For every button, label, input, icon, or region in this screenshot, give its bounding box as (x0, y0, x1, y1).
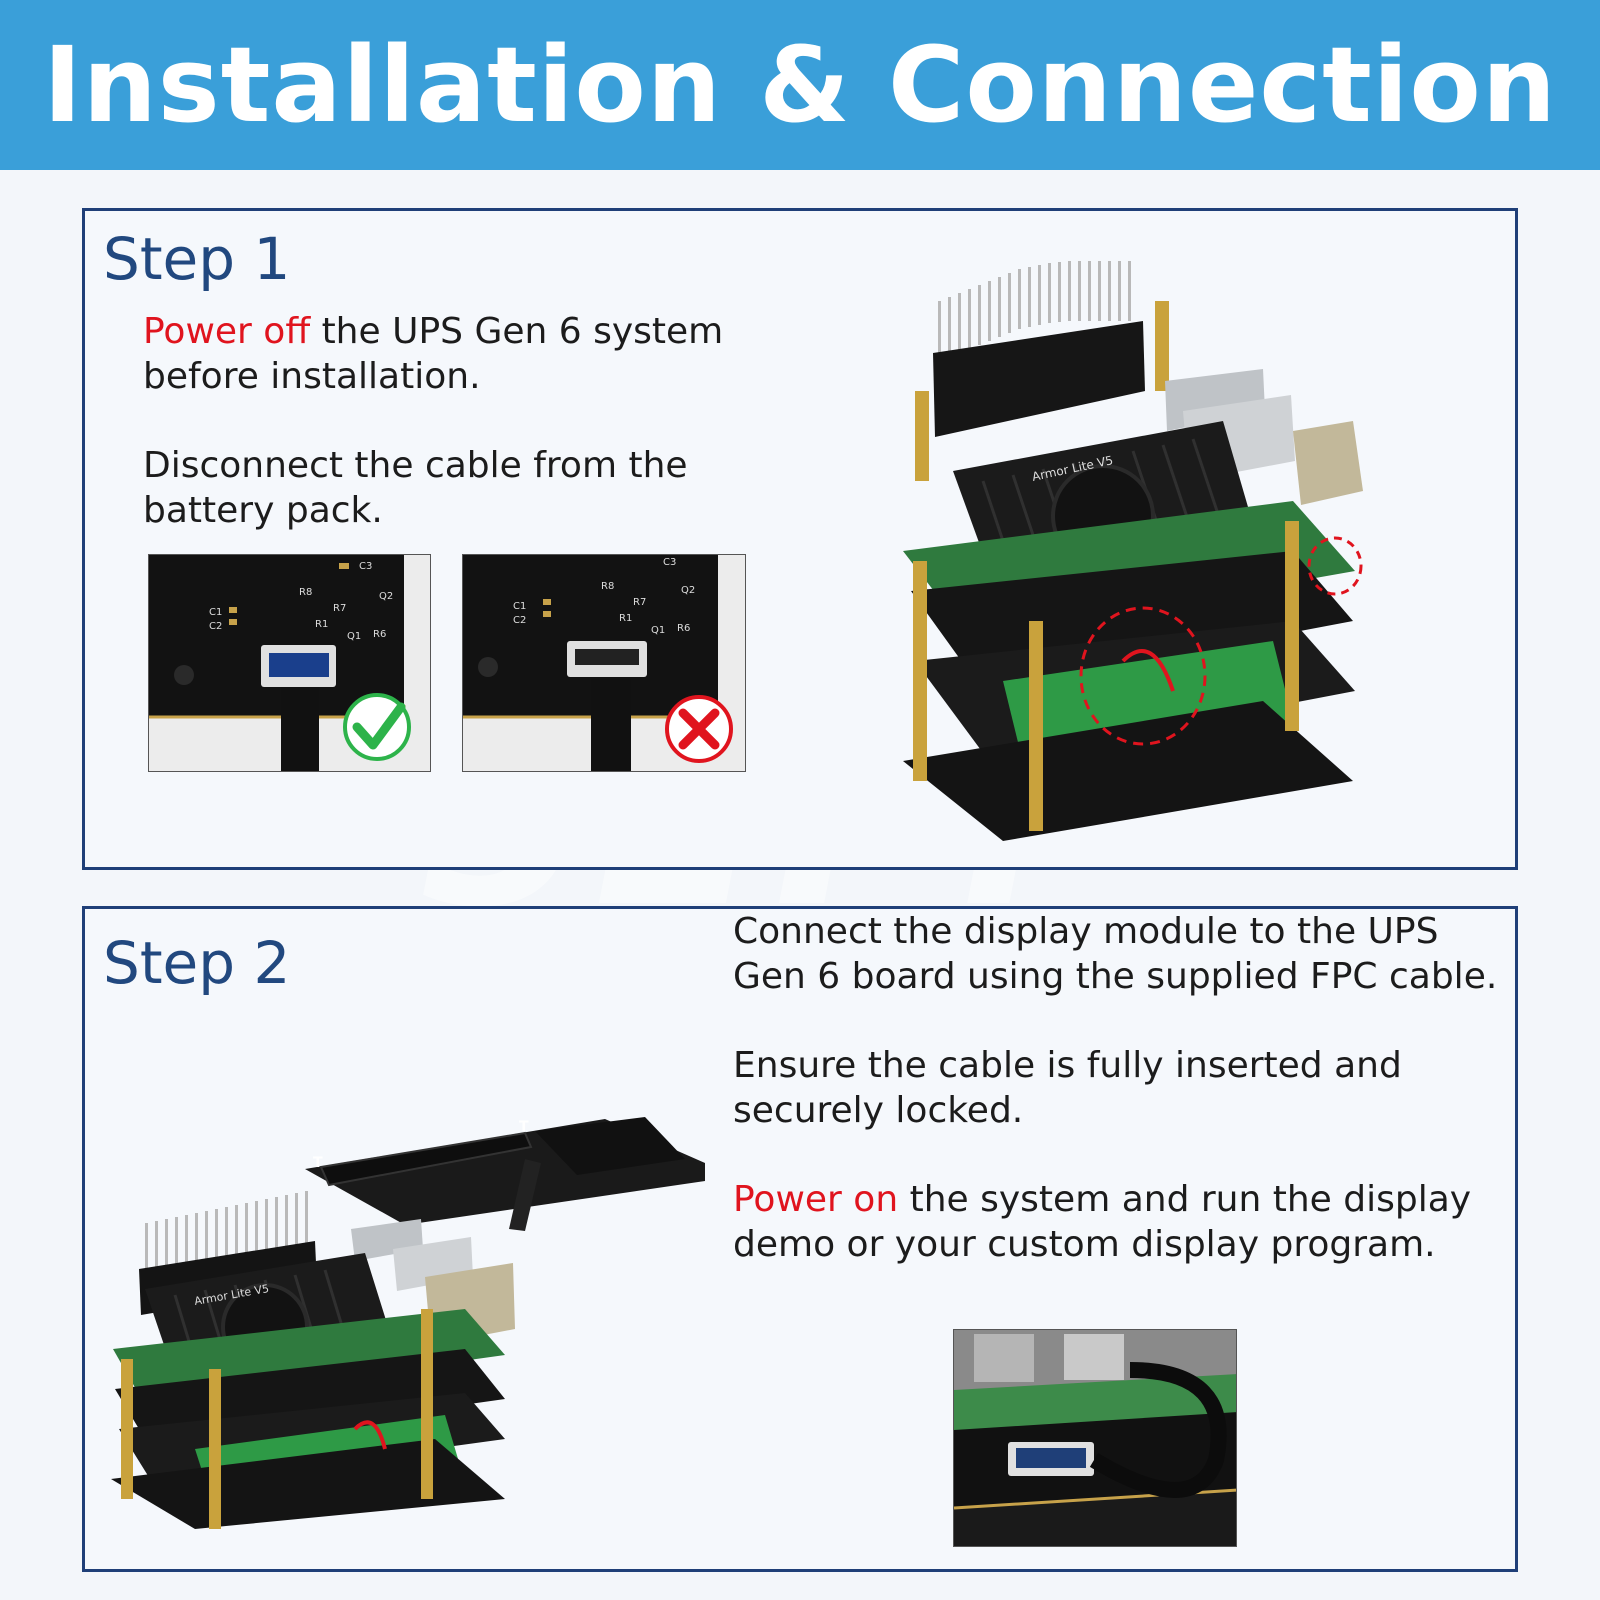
svg-text:T: T (519, 1119, 529, 1135)
step2-card: Step 2 Connect the display module to the… (82, 906, 1518, 1572)
label-r7-b: R7 (633, 597, 646, 608)
label-q1: Q1 (347, 631, 361, 642)
svg-text:T: T (313, 1155, 323, 1171)
label-q1-b: Q1 (651, 625, 665, 636)
label-c1: C1 (209, 607, 222, 618)
check-icon (343, 693, 411, 761)
step1-para2-line2: battery pack. (143, 490, 383, 531)
label-r6: R6 (373, 629, 386, 640)
step2-para3-line2: demo or your custom display program. (733, 1224, 1436, 1265)
step1-para1-line1: the UPS Gen 6 system (310, 311, 724, 352)
page-title: Installation & Connection (43, 24, 1557, 146)
ups-stack-illustration: Armor Lite V5 (893, 261, 1393, 841)
step1-para1-line2: before installation. (143, 356, 481, 397)
step2-para1-line2: Gen 6 board using the supplied FPC cable… (733, 956, 1498, 997)
incorrect-connection-photo: C3 R8 Q2 R7 C1 C2 R1 Q1 R6 (462, 554, 746, 772)
cross-icon (665, 695, 733, 763)
label-r7: R7 (333, 603, 346, 614)
label-c2: C2 (209, 621, 222, 632)
step2-instruction-power-on: Power on the system and run the display … (733, 1177, 1471, 1267)
power-off-highlight: Power off (143, 311, 311, 352)
header-banner: Installation & Connection (0, 0, 1600, 170)
label-c1-b: C1 (513, 601, 526, 612)
label-c3: C3 (359, 561, 372, 572)
power-on-highlight: Power on (733, 1179, 899, 1220)
label-r6-b: R6 (677, 623, 690, 634)
step2-para3-line1: the system and run the display (898, 1179, 1472, 1220)
label-r8: R8 (299, 587, 312, 598)
label-c3-b: C3 (663, 557, 676, 568)
step2-instruction-ensure: Ensure the cable is fully inserted and s… (733, 1043, 1402, 1133)
fpc-connector-closeup-photo (953, 1329, 1237, 1547)
step1-instruction-disconnect: Disconnect the cable from the battery pa… (143, 443, 688, 533)
label-q2: Q2 (379, 591, 393, 602)
step1-title: Step 1 (103, 225, 291, 293)
correct-connection-photo: C3 R8 Q2 R7 C1 C2 R1 Q1 R6 (148, 554, 431, 772)
step1-instruction-power: Power off the UPS Gen 6 system before in… (143, 309, 723, 399)
label-r8-b: R8 (601, 581, 614, 592)
step2-para2-line2: securely locked. (733, 1090, 1024, 1131)
label-r1: R1 (315, 619, 328, 630)
label-q2-b: Q2 (681, 585, 695, 596)
step1-card: Step 1 Power off the UPS Gen 6 system be… (82, 208, 1518, 870)
step2-title: Step 2 (103, 929, 291, 997)
label-c2-b: C2 (513, 615, 526, 626)
step2-instruction-connect: Connect the display module to the UPS Ge… (733, 909, 1497, 999)
display-stack-illustration: T T Armor Lite V (105, 1009, 725, 1529)
step2-para1-line1: Connect the display module to the UPS (733, 911, 1439, 952)
step2-para2-line1: Ensure the cable is fully inserted and (733, 1045, 1402, 1086)
step1-para2-line1: Disconnect the cable from the (143, 445, 688, 486)
label-r1-b: R1 (619, 613, 632, 624)
